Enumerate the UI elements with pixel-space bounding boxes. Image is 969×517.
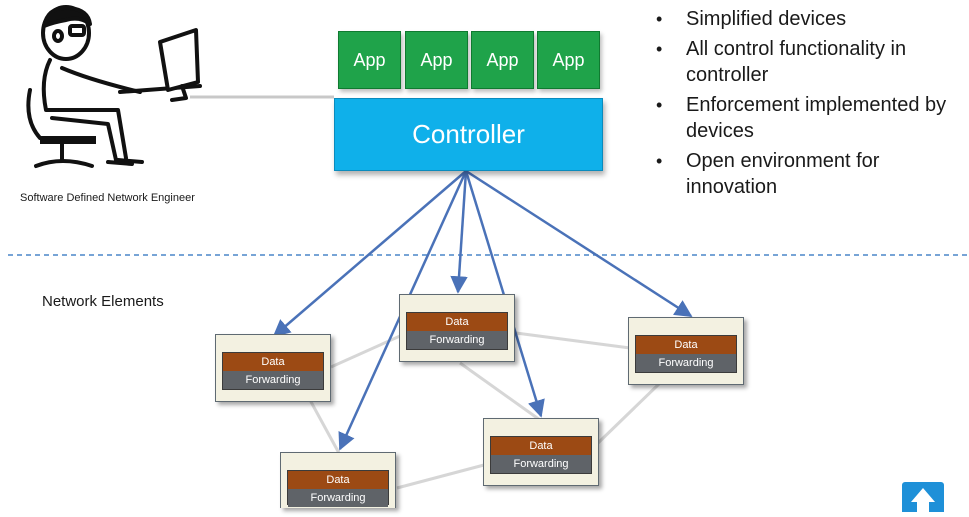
data-block: Data xyxy=(407,313,507,331)
bullet-item: Enforcement implemented by devices xyxy=(652,92,964,144)
device-stack: Data Forwarding xyxy=(287,470,389,507)
controller-box: Controller xyxy=(334,98,603,171)
data-block: Data xyxy=(491,437,591,455)
network-elements-label: Network Elements xyxy=(42,293,164,310)
app-box-3: App xyxy=(471,31,534,89)
network-device-1: Data Forwarding xyxy=(215,334,331,402)
forwarding-block: Forwarding xyxy=(407,331,507,349)
forwarding-block: Forwarding xyxy=(223,371,323,389)
logo-glyph xyxy=(911,488,935,512)
person-at-computer-icon xyxy=(26,5,202,168)
forwarding-block: Forwarding xyxy=(288,489,388,507)
device-stack: Data Forwarding xyxy=(222,352,324,390)
network-device-3: Data Forwarding xyxy=(628,317,744,385)
bullet-item: Simplified devices xyxy=(652,6,964,32)
data-block: Data xyxy=(288,471,388,489)
network-device-4: Data Forwarding xyxy=(483,418,599,486)
device-stack: Data Forwarding xyxy=(406,312,508,350)
forwarding-block: Forwarding xyxy=(636,354,736,372)
logo-icon xyxy=(902,482,944,512)
data-block: Data xyxy=(636,336,736,354)
feature-bullet-list: Simplified devices All control functiona… xyxy=(652,6,964,204)
app-box-4: App xyxy=(537,31,600,89)
bullet-item: All control functionality in controller xyxy=(652,36,964,88)
bullet-item: Open environment for innovation xyxy=(652,148,964,200)
network-device-2: Data Forwarding xyxy=(399,294,515,362)
app-box-2: App xyxy=(405,31,468,89)
device-mesh-links xyxy=(308,331,662,490)
forwarding-block: Forwarding xyxy=(491,455,591,473)
device-stack: Data Forwarding xyxy=(490,436,592,474)
network-device-5: Data Forwarding xyxy=(280,452,396,508)
app-box-1: App xyxy=(338,31,401,89)
data-block: Data xyxy=(223,353,323,371)
device-stack: Data Forwarding xyxy=(635,335,737,373)
engineer-caption: Software Defined Network Engineer xyxy=(20,192,195,204)
